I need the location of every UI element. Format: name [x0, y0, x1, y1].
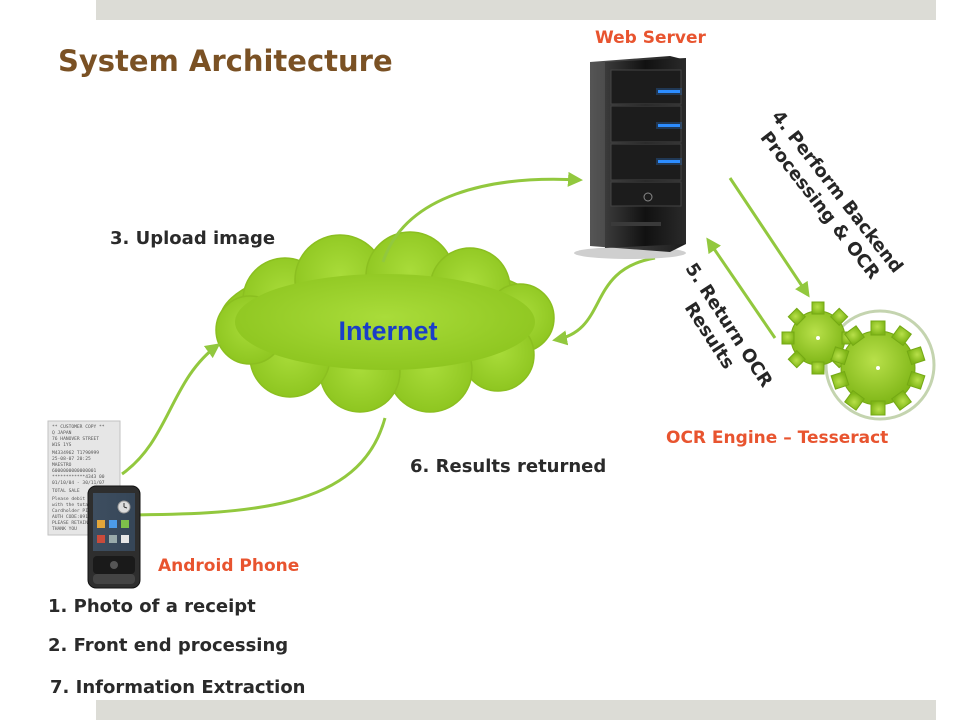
- bottom-decor-bar: [96, 700, 936, 720]
- page-title: System Architecture: [58, 44, 393, 78]
- arrow-ocr-to-server: [706, 237, 777, 339]
- receipt-line: Cardholder PIN VERIFIED: [52, 508, 116, 514]
- receipt-line: THANK YOU: [52, 526, 77, 532]
- server-icon: [574, 56, 686, 259]
- step-3-upload-image: 3. Upload image: [110, 228, 276, 249]
- receipt-line: PLEASE RETAIN RECEIPT: [52, 520, 110, 526]
- receipt-line: 76 HANOVER STREET: [52, 436, 99, 442]
- arrow-internet-to-server: [381, 171, 583, 263]
- internet-label: Internet: [338, 316, 437, 346]
- receipt-line: MAESTRO: [52, 462, 72, 468]
- receipt-line: ** CUSTOMER COPY **: [52, 424, 105, 430]
- arrow-server-to-ocr: [728, 177, 810, 298]
- arrow-phone-to-internet: [121, 343, 221, 476]
- receipt-line: Q JAPAN: [52, 430, 72, 436]
- arrow-server-to-internet: [552, 256, 656, 346]
- step-2-front-end: 2. Front end processing: [48, 635, 289, 656]
- receipt-line: TOTAL SALE: [52, 488, 80, 494]
- web-server-label: Web Server: [595, 28, 706, 48]
- receipt-line: W1S 1YS: [52, 442, 72, 448]
- internet-cloud: [215, 231, 555, 413]
- ocr-engine-label: OCR Engine – Tesseract: [666, 428, 889, 448]
- receipt-line: 6000000000000001: [52, 468, 96, 474]
- top-decor-bar: [96, 0, 936, 20]
- gears-icon: [781, 301, 936, 421]
- flow-arrows: [105, 171, 810, 523]
- step-6-results-returned: 6. Results returned: [410, 456, 607, 477]
- phone-icon: [87, 485, 141, 589]
- step-7-information-extraction: 7. Information Extraction: [50, 677, 306, 698]
- receipt-line: ************4343 00: [52, 474, 105, 480]
- step-1-photo-receipt: 1. Photo of a receipt: [48, 596, 256, 617]
- receipt-line: M4334962 T1790999: [52, 450, 99, 456]
- receipt-line: Please debit my account: [52, 496, 116, 502]
- android-phone-label: Android Phone: [158, 556, 300, 576]
- receipt-line: 01/10/04 - 30/11/07: [52, 480, 105, 486]
- arrow-internet-to-phone: [105, 417, 387, 523]
- receipt-line: AUTH CODE:091: [52, 514, 88, 520]
- receipt-line: with the total shown: [52, 502, 108, 508]
- receipt-line: 25-08-07 20:25: [52, 456, 91, 462]
